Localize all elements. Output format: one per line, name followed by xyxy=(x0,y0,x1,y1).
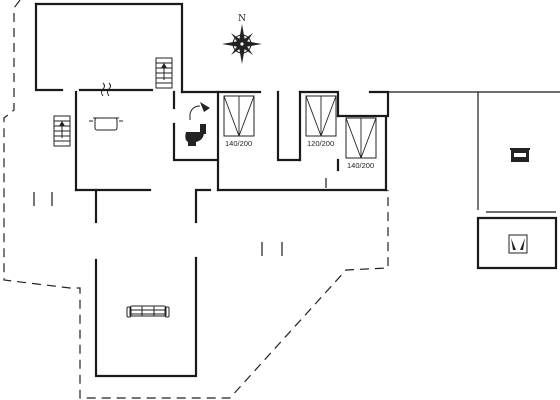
annex xyxy=(388,91,560,270)
bedroom-2-bed xyxy=(305,95,337,137)
stairs-icon xyxy=(53,115,71,147)
bed-size-label: 120/200 xyxy=(307,139,334,148)
terrace-boundary xyxy=(3,0,389,399)
sofa-icon xyxy=(126,305,170,318)
shower-toilet-icon xyxy=(185,102,210,146)
bedroom-3-bed xyxy=(345,117,377,159)
bed-size-label: 140/200 xyxy=(347,161,374,170)
stairs-icon xyxy=(155,57,173,89)
bed-size-label: 140/200 xyxy=(225,139,252,148)
bed-icon xyxy=(510,148,530,162)
compass-rose-icon xyxy=(222,24,262,64)
cooking-pot-icon xyxy=(89,82,123,131)
upper-room xyxy=(34,2,262,94)
north-label: N xyxy=(238,14,246,24)
bedroom-1-bed xyxy=(223,95,255,137)
shower-icon xyxy=(508,234,528,254)
